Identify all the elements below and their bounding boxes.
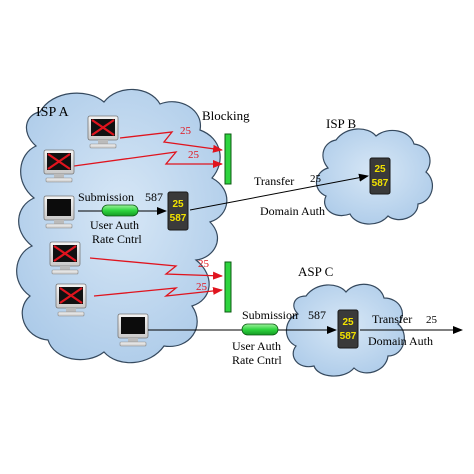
blocked-flow-4 bbox=[93, 286, 223, 297]
asp-c-user-auth: User Auth bbox=[232, 339, 281, 353]
port-587-label: 587 bbox=[340, 331, 357, 342]
computer-icon bbox=[117, 313, 149, 347]
label-isp-a: ISP A bbox=[36, 105, 69, 120]
isp-a-submission-port: 587 bbox=[145, 190, 163, 204]
computer-crossed-icon bbox=[43, 149, 75, 183]
blocked-port-label: 25 bbox=[198, 258, 210, 270]
asp-c-submission-label: Submission bbox=[242, 308, 298, 322]
computer-icon bbox=[43, 195, 75, 229]
blocked-port-label: 25 bbox=[180, 125, 192, 137]
asp-c-domain-auth: Domain Auth bbox=[368, 334, 433, 348]
isp-a-domain-auth: Domain Auth bbox=[260, 204, 325, 218]
label-blocking: Blocking bbox=[202, 108, 250, 123]
blocking-bar-bottom bbox=[224, 261, 232, 313]
port-25-label: 25 bbox=[172, 199, 184, 210]
blocked-port-label: 25 bbox=[188, 149, 200, 161]
mail-server-icon: 25 587 bbox=[167, 191, 189, 231]
computer-crossed-icon bbox=[55, 283, 87, 317]
label-asp-c: ASP C bbox=[298, 264, 333, 279]
isp-a-user-auth: User Auth bbox=[90, 218, 139, 232]
asp-c-transfer-label: Transfer bbox=[372, 312, 412, 326]
isp-a-transfer-label: Transfer bbox=[254, 174, 294, 188]
transfer-arrow-isp-a bbox=[189, 173, 369, 211]
port-25-label: 25 bbox=[374, 164, 386, 175]
mail-server-icon: 25 587 bbox=[369, 157, 391, 195]
blocked-flow-3 bbox=[89, 257, 223, 280]
capsule-filter-icon bbox=[101, 204, 139, 217]
port-587-label: 587 bbox=[170, 213, 187, 224]
asp-c-submission-port: 587 bbox=[308, 308, 326, 322]
isp-a-submission-label: Submission bbox=[78, 190, 134, 204]
computer-crossed-icon bbox=[49, 241, 81, 275]
computer-crossed-icon bbox=[87, 115, 119, 149]
asp-c-transfer-port: 25 bbox=[426, 314, 438, 326]
isp-a-rate-cntrl: Rate Cntrl bbox=[92, 232, 142, 246]
port-25-label: 25 bbox=[342, 317, 354, 328]
port-587-label: 587 bbox=[372, 178, 389, 189]
capsule-filter-icon bbox=[241, 323, 279, 336]
isp-a-transfer-port: 25 bbox=[310, 173, 322, 185]
blocking-bar-top bbox=[224, 133, 232, 185]
blocked-flow-1 bbox=[119, 131, 223, 153]
mail-server-icon: 25 587 bbox=[337, 309, 359, 349]
blocked-flow-2 bbox=[73, 151, 223, 168]
label-isp-b: ISP B bbox=[326, 116, 357, 131]
blocked-port-label: 25 bbox=[196, 281, 208, 293]
asp-c-rate-cntrl: Rate Cntrl bbox=[232, 353, 282, 367]
